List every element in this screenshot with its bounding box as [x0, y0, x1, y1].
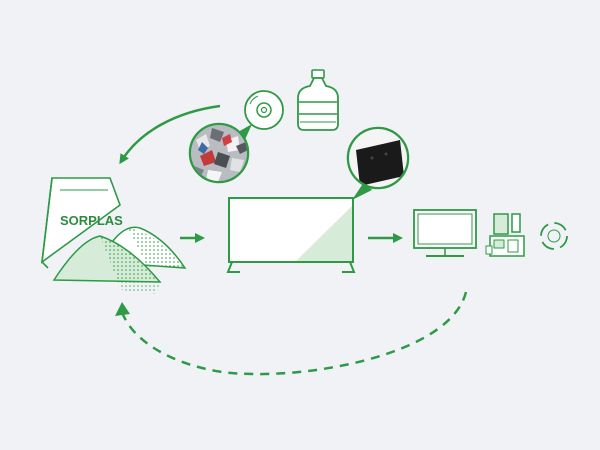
recycle-cycle-icon: [540, 222, 568, 250]
resin-pile-icon: [52, 226, 187, 294]
plastic-scrap-photo-icon: [188, 122, 252, 184]
television-icon: [226, 197, 356, 273]
product-label: SORPLAS: [60, 213, 123, 228]
return-arrow-dashed: [115, 291, 468, 376]
tv-back-panel-photo-icon: [346, 126, 410, 200]
optical-disc-icon: [244, 90, 284, 130]
return-arrow-top: [119, 104, 221, 165]
circuit-board-icon: [485, 213, 525, 257]
monitor-icon: [413, 209, 477, 257]
sorplas-bag-icon: SORPLAS: [40, 177, 123, 269]
water-bottle-icon: [297, 69, 339, 131]
